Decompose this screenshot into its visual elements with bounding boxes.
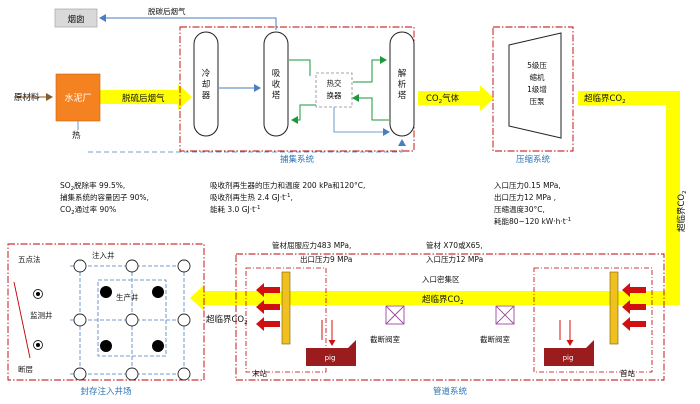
- production-wells: [100, 286, 164, 352]
- svg-text:入口压力0.15 MPa,: 入口压力0.15 MPa,: [494, 180, 561, 190]
- pig-label-right: pig: [563, 354, 574, 362]
- cooler-vessel: [193, 31, 219, 137]
- solvent-loop-lines: [289, 56, 390, 136]
- head-station-boundary: [533, 267, 653, 373]
- injection-well-label: 注入井: [92, 250, 115, 260]
- pig-launcher-right: pig: [544, 320, 594, 366]
- svg-text:SO2脱除率 99.5%,: SO2脱除率 99.5%,: [60, 180, 125, 192]
- pipe-spec-right: 管材 X70或X65, 入口压力12 MPa: [426, 240, 483, 264]
- injection-wells: [73, 259, 191, 381]
- notes-middle: 吸收剂再生器的压力和温度 200 kPa和120°C, 吸收剂再生热 2.4 G…: [210, 180, 365, 214]
- cement-plant-label: 水泥厂: [64, 92, 91, 104]
- flue-gas-label: 脱硫后烟气: [122, 93, 165, 104]
- compressor-shape: [508, 32, 562, 139]
- chimney-label: 烟囱: [67, 14, 84, 25]
- svg-text:塔: 塔: [272, 90, 281, 101]
- notes-right: 入口压力0.15 MPa, 出口压力12 MPa , 压缩温度30°C, 耗能8…: [494, 180, 571, 226]
- supercritical-co2-mid: 超临界CO2: [422, 294, 464, 306]
- heat-exchanger-box: [315, 72, 353, 108]
- svg-text:1级增: 1级增: [527, 84, 547, 94]
- heat-label: 热: [72, 130, 81, 141]
- svg-text:能耗 3.0 GJ·t-1: 能耗 3.0 GJ·t-1: [210, 204, 261, 214]
- heat-return-line: [88, 139, 406, 153]
- chimney-box: [54, 8, 98, 28]
- five-spot-label: 五点法: [18, 254, 41, 264]
- monitoring-well-label: 监测井: [30, 310, 53, 320]
- supercritical-co2-top: 超临界CO2: [584, 93, 626, 105]
- capture-system-boundary: [179, 26, 415, 152]
- fault-label: 断层: [18, 364, 33, 374]
- svg-text:器: 器: [202, 91, 211, 101]
- compressor-text: 5级压 缩机 1级增 压泵: [527, 60, 547, 106]
- svg-text:耗能80~120 kW·h·t-1: 耗能80~120 kW·h·t-1: [494, 216, 571, 226]
- svg-text:5级压: 5级压: [527, 60, 547, 70]
- head-station-arrows: [622, 283, 646, 331]
- valve-left-label: 截断阀室: [370, 334, 400, 344]
- head-station-manifold-bar: [609, 271, 619, 345]
- svg-text:出口压力9 MPa: 出口压力9 MPa: [300, 254, 352, 264]
- pipeline-system-label: 管道系统: [433, 386, 468, 397]
- pig-label-left: pig: [325, 354, 336, 362]
- svg-text:吸收剂再生器的压力和温度 200 kPa和120°C,: 吸收剂再生器的压力和温度 200 kPa和120°C,: [210, 180, 365, 190]
- svg-text:收: 收: [272, 79, 281, 90]
- svg-text:吸收剂再生热 2.4 GJ·t-1,: 吸收剂再生热 2.4 GJ·t-1,: [210, 192, 293, 202]
- stripper-text: 解 析 塔: [398, 68, 407, 101]
- end-station-label: 末站: [252, 368, 267, 378]
- injection-field-label: 封存注入井场: [80, 386, 131, 397]
- svg-text:压泵: 压泵: [530, 97, 545, 106]
- pipeline-system-boundary: [235, 253, 665, 381]
- svg-text:解: 解: [398, 68, 407, 79]
- compression-system-label: 压缩系统: [516, 154, 551, 165]
- absorber-text: 吸 收 塔: [272, 69, 281, 101]
- svg-text:入口压力12 MPa: 入口压力12 MPa: [426, 254, 483, 264]
- co2-gas-label: CO2气体: [426, 93, 460, 105]
- valve-right-cross: [495, 305, 515, 325]
- svg-text:析: 析: [398, 79, 407, 90]
- svg-text:CO2通过率 90%: CO2通过率 90%: [60, 204, 116, 216]
- manifold-label: 入口密集区: [422, 274, 460, 284]
- absorber-vessel: [263, 31, 289, 137]
- cooler-text: 冷 却 器: [202, 68, 211, 101]
- head-station-label: 首站: [620, 368, 635, 378]
- svg-text:换器: 换器: [327, 90, 342, 100]
- exhaust-arrow: [99, 14, 277, 30]
- injection-field-boundary: [7, 243, 205, 381]
- svg-text:管材 X70或X65,: 管材 X70或X65,: [426, 240, 483, 250]
- svg-text:却: 却: [202, 79, 211, 90]
- svg-text:管材屈服应力483 MPa,: 管材屈服应力483 MPa,: [272, 240, 351, 250]
- pipe-spec-left: 管材屈服应力483 MPa, 出口压力9 MPa: [272, 240, 352, 264]
- end-station-arrows: [256, 283, 280, 331]
- stripper-vessel: [389, 31, 415, 137]
- svg-text:塔: 塔: [398, 90, 407, 101]
- svg-text:热交: 热交: [327, 78, 342, 88]
- compression-system-boundary: [492, 26, 574, 152]
- svg-text:压缩温度30°C,: 压缩温度30°C,: [494, 204, 545, 214]
- supercritical-co2-right: 超临界CO2: [676, 190, 688, 232]
- end-station-manifold-bar: [281, 271, 291, 345]
- valve-right-label: 截断阀室: [480, 334, 510, 344]
- svg-text:捕集系统的容量因子 90%,: 捕集系统的容量因子 90%,: [60, 192, 149, 202]
- svg-text:吸: 吸: [272, 69, 281, 79]
- heat-exchanger-text: 热交 换器: [327, 78, 342, 100]
- valve-left-cross: [385, 305, 405, 325]
- end-station-boundary: [245, 267, 327, 373]
- notes-left: SO2脱除率 99.5%, 捕集系统的容量因子 90%, CO2通过率 90%: [60, 180, 149, 216]
- svg-text:缩机: 缩机: [530, 72, 545, 82]
- supercritical-co2-left: 超临界CO2: [206, 314, 248, 326]
- fault-line: [13, 281, 31, 359]
- production-well-label: 生产井: [116, 292, 139, 302]
- pig-launcher-left: pig: [306, 320, 356, 366]
- svg-text:冷: 冷: [202, 68, 211, 79]
- capture-system-label: 捕集系统: [280, 154, 315, 165]
- svg-text:出口压力12 MPa ,: 出口压力12 MPa ,: [494, 192, 556, 202]
- monitoring-wells: [33, 289, 43, 350]
- exhaust-label: 脱碳后烟气: [148, 6, 186, 16]
